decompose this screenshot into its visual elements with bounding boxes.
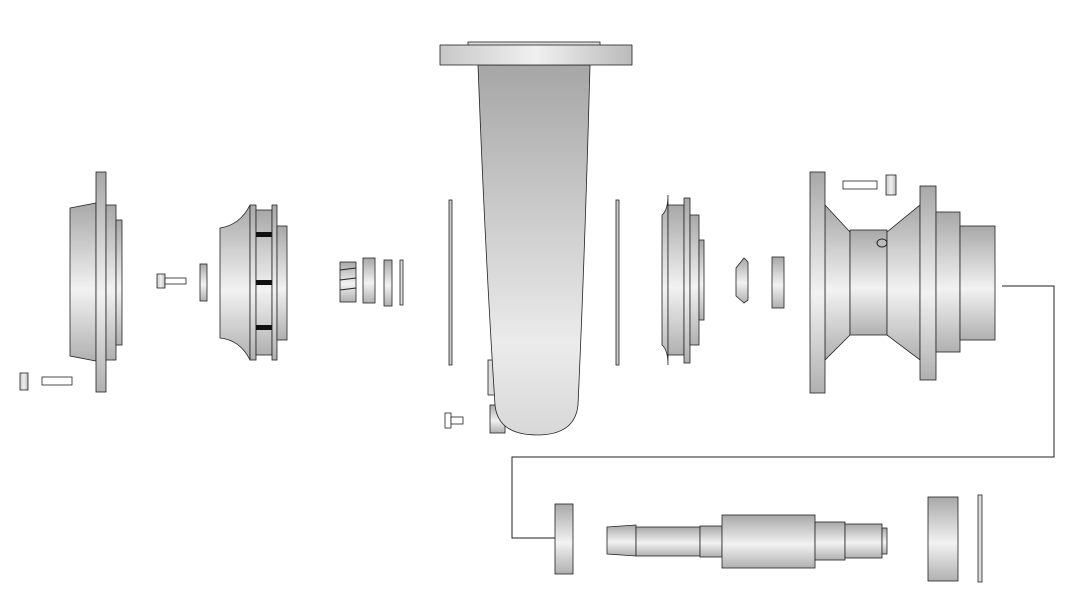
washer [199, 263, 208, 302]
bearing-cover-ring [771, 256, 785, 309]
pump-casing [439, 41, 633, 436]
end-cover [69, 171, 123, 393]
impeller [219, 204, 288, 361]
impeller-bolt [156, 273, 187, 289]
bearing-left [554, 503, 574, 575]
bearing-right [927, 496, 959, 582]
seal-ring [735, 257, 749, 304]
shaft [606, 514, 888, 569]
bearing-bracket [809, 171, 996, 394]
retaining-ring [977, 494, 983, 583]
drain-plug [444, 412, 464, 429]
gasket-left [448, 199, 453, 366]
seal-housing [661, 194, 705, 366]
gasket-right [615, 199, 620, 366]
assembly-leader-line [511, 285, 1055, 539]
bolt-and-key-left [19, 372, 73, 391]
shaft-key-and-nut [842, 174, 897, 196]
mechanical-seal-parts [339, 257, 404, 307]
